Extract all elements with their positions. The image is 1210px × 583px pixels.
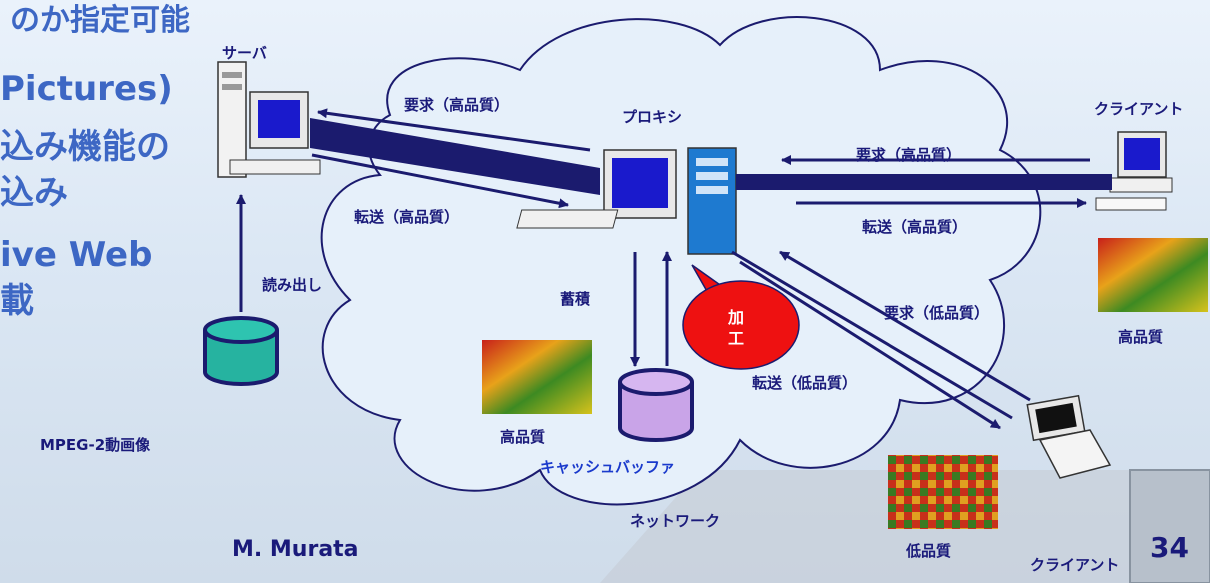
- cache-buffer-label: キャッシュバッファ: [540, 458, 676, 476]
- hq-client-image-label: 高品質: [1118, 328, 1164, 346]
- client-top-label: クライアント: [1094, 100, 1184, 118]
- hq-cache-image: [482, 340, 592, 414]
- server-label: サーバ: [222, 44, 267, 62]
- hq-cache-image-label: 高品質: [500, 428, 546, 446]
- server-database: [203, 316, 279, 386]
- store-label: 蓄積: [560, 290, 591, 308]
- lq-client-image-label: 低品質: [906, 542, 952, 560]
- xfer-hq-left-label: 転送（高品質）: [354, 208, 460, 226]
- proxy-computer-icon: [516, 147, 737, 255]
- process-label: 加工: [728, 308, 745, 348]
- req-hq-left-label: 要求（高品質）: [404, 96, 510, 114]
- title-line-2: Pictures): [0, 69, 173, 109]
- server-computer-icon: [217, 61, 321, 178]
- xfer-hq-left-arrow: [311, 153, 569, 209]
- client-desktop-icon: [1095, 131, 1173, 211]
- title-line-6: 載: [0, 281, 34, 321]
- title-line-5: ive Web: [0, 235, 153, 275]
- source-label: MPEG-2動画像: [40, 436, 151, 454]
- lq-client-image: [888, 455, 998, 529]
- xfer-lq-label: 転送（低品質）: [752, 374, 858, 392]
- cache-database: [618, 368, 694, 442]
- slide-decoration-frame: [1129, 469, 1210, 583]
- arrows: [236, 108, 1112, 430]
- author-label: M. Murata: [232, 537, 359, 562]
- read-label: 読み出し: [262, 276, 323, 294]
- req-lq-arrow: [779, 250, 1031, 402]
- xfer-lq-arrow: [739, 260, 1001, 430]
- title-line-3: 込み機能の: [0, 127, 170, 167]
- proxy-label: プロキシ: [622, 108, 683, 126]
- hq-stream-band-left: [310, 118, 600, 195]
- page-number: 34: [1150, 531, 1189, 564]
- req-hq-left-arrow: [317, 108, 591, 152]
- hq-client-image: [1098, 238, 1208, 312]
- client-laptop-icon: [1026, 394, 1112, 479]
- xfer-lq-arrow-2: [731, 250, 1013, 420]
- process-bubble: [682, 264, 800, 370]
- title-line-1: のか指定可能: [10, 3, 190, 38]
- title-line-4: 込み: [0, 173, 68, 213]
- hq-stream-band-right: [736, 174, 1112, 190]
- req-lq-label: 要求（低品質）: [884, 304, 990, 322]
- network-label: ネットワーク: [630, 512, 721, 530]
- req-hq-right-label: 要求（高品質）: [856, 146, 962, 164]
- xfer-hq-right-label: 転送（高品質）: [862, 218, 968, 236]
- client-bottom-label: クライアント: [1030, 556, 1120, 574]
